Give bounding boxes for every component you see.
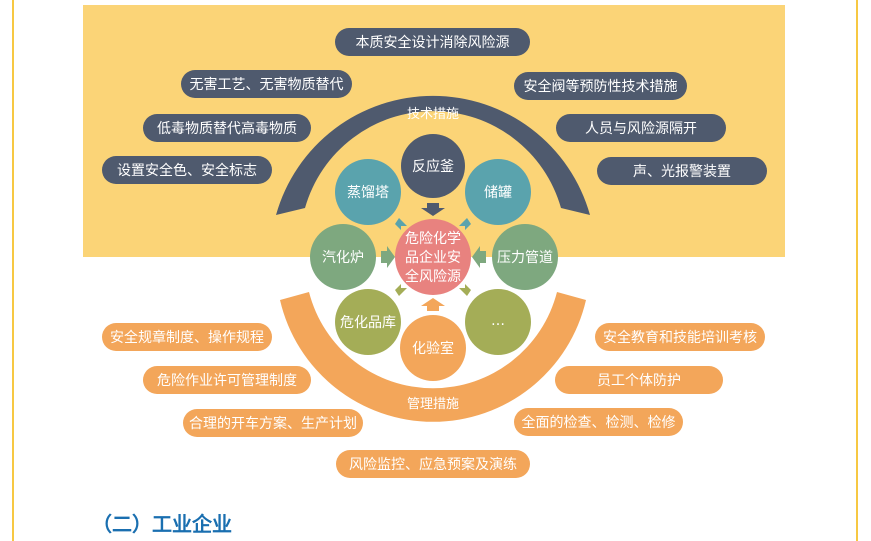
technical-measure-pill: 本质安全设计消除风险源: [335, 28, 530, 56]
arrow-icon: [395, 218, 407, 230]
technical-arc: [276, 95, 590, 215]
arrow-icon: [421, 298, 445, 311]
arrow-icon: [421, 203, 445, 216]
center-text-line: 危险化学: [405, 231, 461, 247]
center-risk-circle: [395, 219, 471, 295]
technical-measure-pill: 声、光报警装置: [597, 157, 767, 185]
technical-measure-pill: 低毒物质替代高毒物质: [143, 114, 311, 142]
node-more: [465, 289, 531, 355]
node-label: 压力管道: [497, 250, 553, 266]
management-measure-pill: 合理的开车方案、生产计划: [183, 409, 363, 437]
node-distillation-tower: [335, 159, 401, 225]
center-text-line: 全风险源: [405, 268, 461, 285]
technical-arc-label: 技术措施: [407, 107, 459, 122]
node-pressure-pipe: [492, 224, 558, 290]
arrow-icon: [381, 246, 395, 268]
node-label: 汽化炉: [322, 250, 364, 266]
section-heading: （二）工业企业: [92, 512, 232, 536]
technical-measure-pill: 无害工艺、无害物质替代: [181, 70, 352, 98]
page-border-right: [856, 0, 858, 541]
node-storage-tank: [465, 159, 531, 225]
node-chemical-warehouse: [335, 289, 401, 355]
node-label: …: [491, 313, 505, 329]
management-measure-pill: 安全教育和技能培训考核: [595, 323, 765, 351]
arrow-icon: [459, 218, 471, 230]
management-measure-pill: 危险作业许可管理制度: [143, 366, 311, 394]
arrow-icon: [459, 284, 471, 296]
arrow-icon: [472, 246, 486, 268]
node-reactor: [401, 134, 465, 198]
node-label: 储罐: [484, 185, 512, 201]
technical-measure-pill: 人员与风险源隔开: [556, 114, 726, 142]
technical-measure-pill: 安全阀等预防性技术措施: [514, 72, 687, 100]
technical-measure-pill: 设置安全色、安全标志: [102, 156, 272, 184]
arrows: [381, 203, 486, 311]
management-arc: [280, 292, 586, 422]
page-border-left: [12, 0, 14, 541]
management-measure-pill: 全面的检查、检测、检修: [514, 408, 683, 436]
node-gasifier: [310, 224, 376, 290]
node-label: 化验室: [412, 340, 454, 357]
management-measure-pill: 风险监控、应急预案及演练: [336, 450, 530, 478]
management-measure-pill: 员工个体防护: [555, 366, 723, 394]
node-label: 蒸馏塔: [347, 185, 389, 201]
management-measure-pill: 安全规章制度、操作规程: [102, 323, 272, 351]
node-label: 反应釜: [412, 158, 454, 175]
center-text-line: 品企业安: [405, 249, 461, 266]
arrow-icon: [395, 284, 407, 296]
node-laboratory: [400, 315, 466, 381]
management-arc-label: 管理措施: [407, 397, 459, 412]
node-label: 危化品库: [340, 315, 396, 331]
